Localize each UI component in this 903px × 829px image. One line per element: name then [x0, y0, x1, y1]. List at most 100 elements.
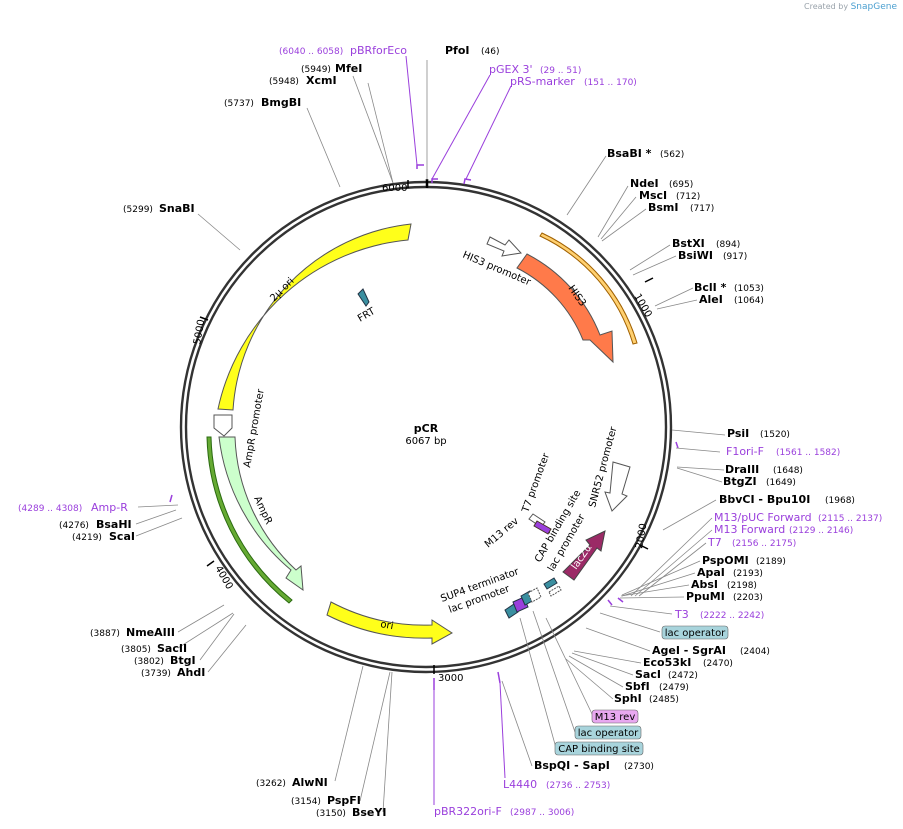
site-scai-name[interactable]: ScaI	[109, 530, 135, 543]
site-bsiwi-name[interactable]: BsiWI	[678, 249, 713, 262]
site-psii-name[interactable]: PsiI	[727, 427, 749, 440]
site-agei-name[interactable]: AgeI - SgrAI	[652, 644, 726, 657]
tick-label-6000: 6000	[382, 183, 407, 194]
tick-label-2000: 2000	[634, 523, 649, 550]
leader-saci	[571, 652, 634, 676]
primer-leaders	[405, 55, 512, 805]
site-alei-name[interactable]: AleI	[699, 293, 723, 306]
his3-promoter-arrow[interactable]	[486, 236, 523, 257]
ori-label: ori	[379, 619, 394, 632]
site-pspomi-name[interactable]: PspOMI	[702, 554, 749, 567]
leader-m13fwd	[634, 529, 713, 597]
primer-marker-pbrforeco[interactable]	[416, 164, 424, 169]
site-snabi-name[interactable]: SnaBI	[159, 202, 195, 215]
primer-ampr-name[interactable]: Amp-R	[91, 501, 128, 514]
snapgene-credit: Created by SnapGene	[804, 2, 897, 12]
primer-pgex3-name[interactable]: pGEX 3'	[489, 63, 533, 76]
backbone	[179, 179, 673, 674]
leader-lac-operator	[599, 612, 661, 633]
site-apai-name[interactable]: ApaI	[697, 566, 725, 579]
leader-pspomi	[621, 560, 701, 596]
snapgene-logo-text: SnapGene	[850, 2, 897, 12]
primer-f1ori-name[interactable]: F1ori-F	[726, 445, 764, 458]
site-bmgbi-name[interactable]: BmgBI	[261, 96, 301, 109]
site-sphi-name[interactable]: SphI	[614, 692, 642, 705]
primer-t3-name[interactable]: T3	[674, 608, 689, 621]
site-ndei-name[interactable]: NdeI	[630, 177, 659, 190]
m13-rev-marker[interactable]	[533, 520, 552, 535]
site-btgi-name[interactable]: BtgI	[170, 654, 196, 667]
site-saci-name[interactable]: SacI	[635, 668, 661, 681]
site-bsabi-name[interactable]: BsaBI *	[607, 147, 652, 160]
primer-t7-name[interactable]: T7	[707, 536, 722, 549]
cap-binding-site-box[interactable]	[554, 741, 644, 756]
site-mfei-name[interactable]: MfeI	[335, 62, 362, 75]
site-bsahi-pos: (4276)	[59, 521, 89, 531]
primer-m13fwd-name[interactable]: M13 Forward	[714, 523, 785, 536]
site-eco53ki-name[interactable]: Eco53kI	[643, 656, 691, 669]
lac-operator-block[interactable]	[543, 577, 558, 590]
site-btgzi-name[interactable]: BtgZI	[723, 475, 757, 488]
primer-l4440-name[interactable]: L4440	[503, 778, 537, 791]
site-apai-pos: (2193)	[733, 569, 763, 579]
leader-agei	[585, 627, 651, 652]
site-bstxi-pos: (894)	[716, 240, 740, 250]
lac-promoter-block[interactable]	[548, 585, 562, 597]
site-bstxi-name[interactable]: BstXI	[672, 237, 705, 250]
lac-promoter-left-block[interactable]	[527, 587, 542, 603]
frt-label: FRT	[356, 306, 378, 325]
primer-pbrforeco-name[interactable]: pBRforEco	[350, 44, 407, 57]
site-scai-pos: (4219)	[72, 533, 102, 543]
site-pfoi-name[interactable]: PfoI	[445, 44, 470, 57]
m13-rev-box[interactable]	[591, 709, 639, 724]
primer-marker-f1ori[interactable]	[675, 441, 679, 449]
site-msci-name[interactable]: MscI	[639, 189, 667, 202]
leader-bsmi	[601, 208, 647, 242]
leader-xcmi	[367, 82, 394, 184]
site-bspqi-name[interactable]: BspQI - SapI	[534, 759, 610, 772]
site-nmeaiii-name[interactable]: NmeAIII	[126, 626, 175, 639]
site-bbvci-name[interactable]: BbvCI - Bpu10I	[719, 493, 810, 506]
ampr-arrow[interactable]	[218, 436, 304, 592]
primer-marker-l4440[interactable]	[497, 671, 501, 684]
lacz-alpha-arrow[interactable]	[562, 530, 606, 581]
leader-draiii	[676, 466, 725, 471]
leader-snabi	[197, 213, 241, 251]
site-draiii-name[interactable]: DraIII	[725, 463, 759, 476]
primer-marker-m13puc[interactable]	[617, 597, 624, 603]
ampr-promoter-arrow[interactable]	[213, 414, 233, 437]
site-pspfi-name[interactable]: PspFI	[327, 794, 361, 807]
leader-bsabi	[566, 155, 607, 216]
lac-operator-right-box[interactable]	[661, 625, 729, 640]
leader-m13puc	[630, 517, 713, 597]
snr52-promoter-arrow[interactable]	[604, 461, 631, 512]
leader-alei	[656, 299, 698, 310]
primer-marker-t3[interactable]	[607, 599, 613, 606]
primer-pbr322ori-name[interactable]: pBR322ori-F	[434, 805, 502, 818]
site-bsahi-name[interactable]: BsaHI	[96, 518, 132, 531]
site-sphi-pos: (2485)	[649, 695, 679, 705]
site-absi-name[interactable]: AbsI	[691, 578, 718, 591]
lac-operator-bottom-box[interactable]	[574, 725, 642, 740]
his3-arrow[interactable]	[516, 253, 614, 364]
site-sbfi-name[interactable]: SbfI	[625, 680, 650, 693]
two-micron-ori-arrow[interactable]	[217, 223, 412, 411]
site-xcmi-name[interactable]: XcmI	[306, 74, 337, 87]
tick-1000	[644, 277, 654, 283]
site-alwni-name[interactable]: AlwNI	[292, 776, 328, 789]
frt-marker[interactable]	[357, 288, 370, 307]
site-bseyi-name[interactable]: BseYI	[352, 806, 386, 819]
site-bcli-name[interactable]: BclI *	[694, 281, 727, 294]
site-sacii-name[interactable]: SacII	[157, 642, 187, 655]
primer-prsmarker-name[interactable]: pRS-marker	[510, 75, 575, 88]
site-ppumi-name[interactable]: PpuMI	[686, 590, 725, 603]
ori-arrow[interactable]	[326, 601, 453, 645]
site-ahdi-name[interactable]: AhdI	[177, 666, 205, 679]
primer-m13puc-name[interactable]: M13/pUC Forward	[714, 511, 812, 524]
site-bmgbi-pos: (5737)	[224, 99, 254, 109]
site-ahdi-pos: (3739)	[141, 669, 171, 679]
primer-marker-ampr[interactable]	[169, 494, 173, 503]
site-bsmi-name[interactable]: BsmI	[648, 201, 679, 214]
leader-bbvci	[662, 499, 717, 531]
primer-marker-prsmarker[interactable]	[463, 178, 472, 185]
